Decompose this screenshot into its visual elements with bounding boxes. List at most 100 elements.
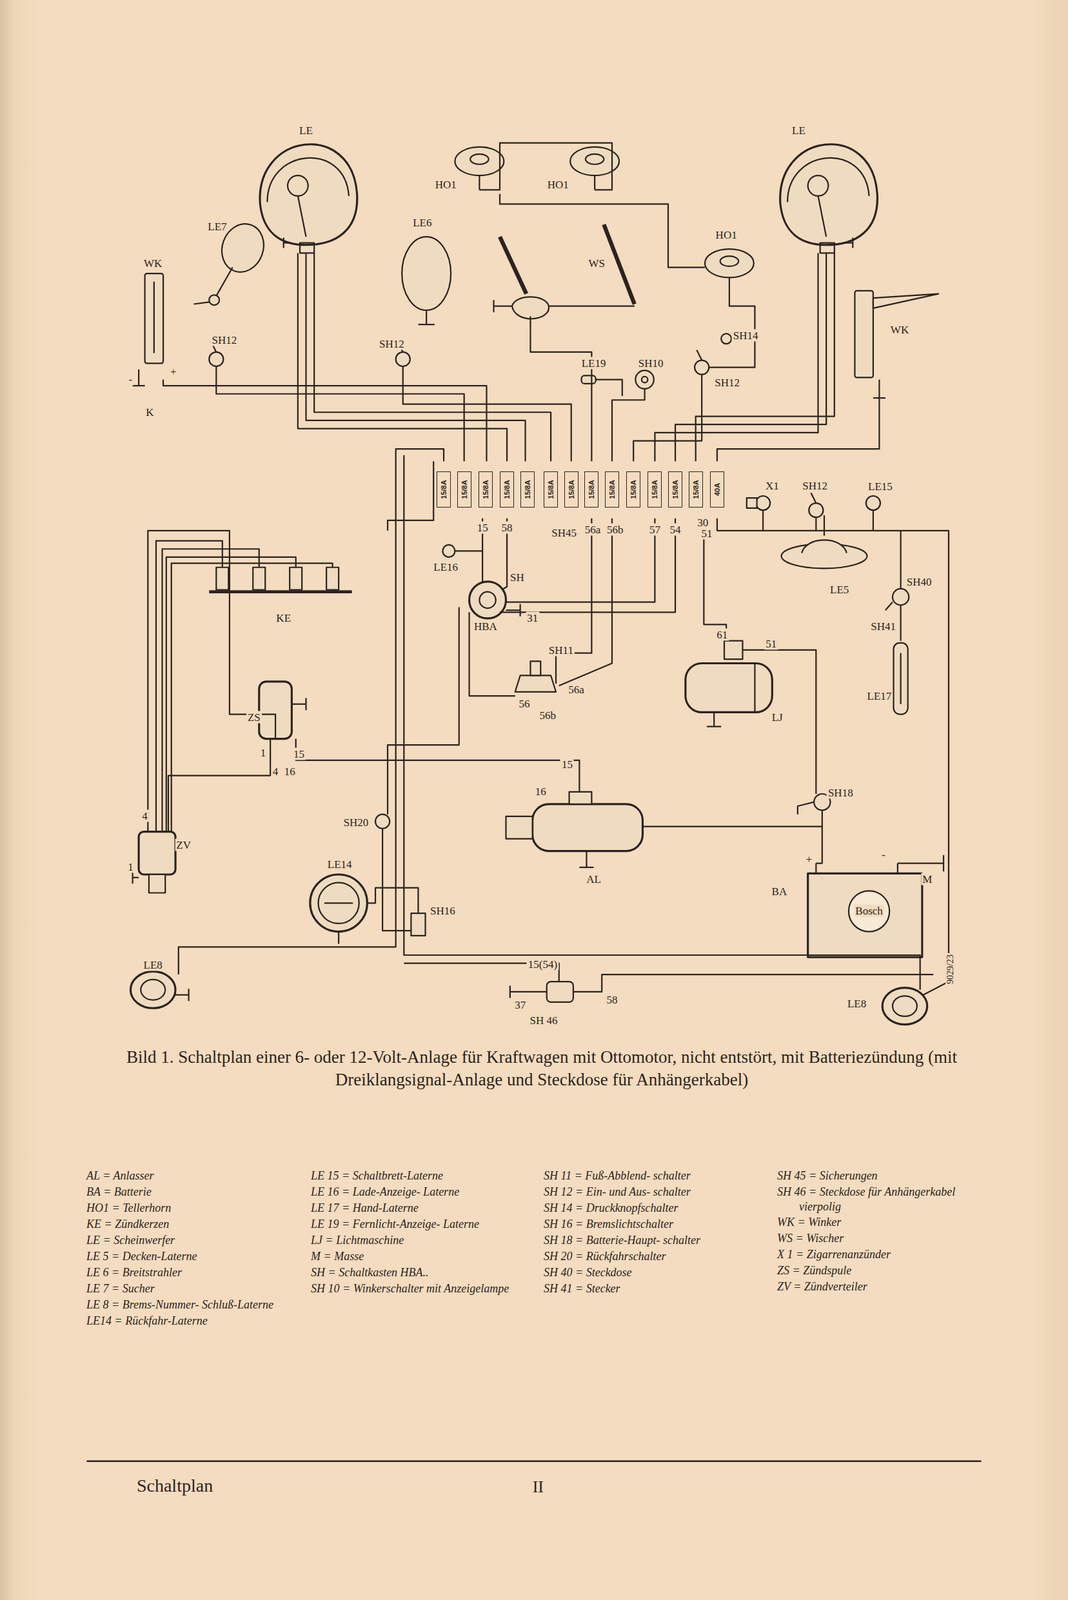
fuse-box: 15/8A: [457, 471, 472, 508]
part-label: LE17: [866, 689, 894, 702]
part-label: HBA: [472, 620, 499, 633]
footer-text: Schaltplan: [136, 1476, 213, 1495]
part-label: 37: [513, 998, 527, 1011]
part-label: SH12: [377, 337, 406, 351]
fuse-rating: 15/8A: [460, 480, 469, 500]
part-label: ZV: [174, 838, 193, 851]
part-label: 56b: [538, 708, 558, 722]
fuse-rating: 15/8A: [587, 480, 596, 500]
fuse-box: 15/8A: [604, 471, 620, 508]
part-label: LE19: [580, 357, 608, 370]
fuse-rating: 15/8A: [671, 480, 680, 500]
legend-entry: SH 12 = Ein- und Aus- schalter: [543, 1184, 773, 1200]
legend-entry: WK = Winker: [777, 1215, 997, 1230]
part-label: 16: [283, 764, 297, 778]
fuse-rating: 15/8A: [629, 480, 638, 500]
foot-dimmer-switch: [515, 661, 556, 692]
part-label: SH 46: [528, 1013, 560, 1027]
wide-beam-lamp: [401, 236, 451, 325]
part-label: SH14: [731, 329, 760, 342]
wires: [147, 143, 949, 996]
part-label: SH11: [547, 643, 575, 656]
legend-entry: SH 11 = Fuß-Abblend- schalter: [543, 1168, 773, 1184]
fuse-rating: 15/8A: [523, 480, 532, 500]
part-label: LE16: [432, 561, 460, 574]
part-label: KE: [274, 612, 293, 625]
fuse-rating: 40A: [713, 483, 722, 496]
part-label: SH12: [801, 479, 829, 492]
part-label: Bosch: [853, 904, 885, 918]
part-label: LE: [790, 124, 807, 137]
fuse-box: 15/8A: [668, 471, 683, 508]
legend-entry: LE = Scheinwerfer: [86, 1233, 306, 1248]
battery: [808, 855, 944, 958]
part-label: 4: [140, 810, 149, 823]
part-label: HO1: [546, 178, 571, 191]
part-label: 57: [648, 523, 662, 536]
ignition-coil: [259, 681, 307, 740]
legend-entry: X 1 = Zigarrenanzünder: [777, 1247, 997, 1263]
fuse-box: 15/8A: [543, 471, 558, 508]
part-label: LE14: [326, 857, 354, 871]
headlamp-left: [259, 144, 358, 254]
part-label: SH18: [826, 786, 855, 799]
wiper-symbol: [494, 224, 635, 332]
fuse-box: 15/8A: [584, 471, 599, 508]
legend-entry: LE 17 = Hand-Laterne: [310, 1200, 537, 1216]
dome-lamp: [781, 515, 868, 569]
part-label: 56: [517, 697, 531, 711]
part-label: WK: [142, 257, 164, 270]
fuse-rating: 15/8A: [608, 480, 616, 500]
legend-entry: LE 19 = Fernlicht-Anzeige- Laterne: [310, 1216, 537, 1232]
searchlight-lamp: [194, 217, 271, 306]
legend-entry: SH 41 = Stecker: [543, 1281, 773, 1297]
fuse-rating: 15/8A: [692, 480, 700, 500]
legend-entry: SH 45 = Sicherungen: [777, 1168, 997, 1184]
legend-entry: AL = Anlasser: [86, 1168, 306, 1184]
part-label: SH: [508, 571, 526, 584]
generator: [685, 641, 772, 727]
part-label: SH41: [869, 620, 898, 633]
fuse-rating: 15/8A: [546, 480, 555, 500]
legend-entry: LE14 = Rückfahr-Laterne: [86, 1313, 306, 1329]
part-label: BA: [770, 885, 789, 898]
fuse-box: 15/8A: [478, 471, 493, 508]
part-label: HO1: [714, 228, 739, 241]
part-label: 51: [700, 527, 714, 540]
part-label: 15: [560, 757, 574, 771]
part-label: SH20: [342, 815, 371, 829]
part-label: +: [168, 365, 178, 378]
legend-entry: LJ = Lichtmaschine: [310, 1233, 537, 1248]
part-label: 56b: [605, 523, 625, 536]
part-label: SH40: [905, 575, 934, 588]
part-label: -: [880, 848, 887, 861]
legend-entry: SH 10 = Winkerschalter mit Anzeigelampe: [310, 1281, 537, 1297]
part-label: LE15: [866, 480, 894, 493]
fuse-box: 15/8A: [688, 471, 703, 508]
distributor: [132, 831, 176, 894]
legend-entry: LE 7 = Sucher: [86, 1281, 306, 1297]
part-label: LE8: [846, 997, 868, 1010]
part-label: 15: [475, 521, 490, 534]
part-label: 9029/23: [945, 953, 956, 986]
part-label: 54: [668, 523, 683, 536]
starter-motor: [506, 791, 643, 868]
part-label: 1: [126, 860, 135, 874]
fuse-rating: 15/8A: [567, 480, 576, 500]
fuse-box: 40A: [710, 471, 725, 508]
part-label: 15: [292, 747, 306, 760]
legend-entry: M = Masse: [310, 1249, 537, 1265]
part-label: LE8: [142, 959, 164, 972]
fuse-rating: 15/8A: [439, 480, 448, 500]
legend-entry: SH 14 = Druckknopfschalter: [543, 1200, 773, 1216]
part-label: WK: [889, 323, 910, 336]
legend-entry: LE 5 = Decken-Laterne: [86, 1249, 306, 1265]
fuse-box: 15/8A: [626, 471, 641, 508]
legend-entry: SH = Schaltkasten HBA..: [310, 1265, 537, 1281]
part-label: SH16: [428, 904, 457, 918]
part-label: LJ: [770, 710, 785, 723]
part-label: 51: [764, 637, 778, 651]
legend-entry: SH 46 = Steckdose für Anhängerkabel vier…: [777, 1184, 997, 1214]
